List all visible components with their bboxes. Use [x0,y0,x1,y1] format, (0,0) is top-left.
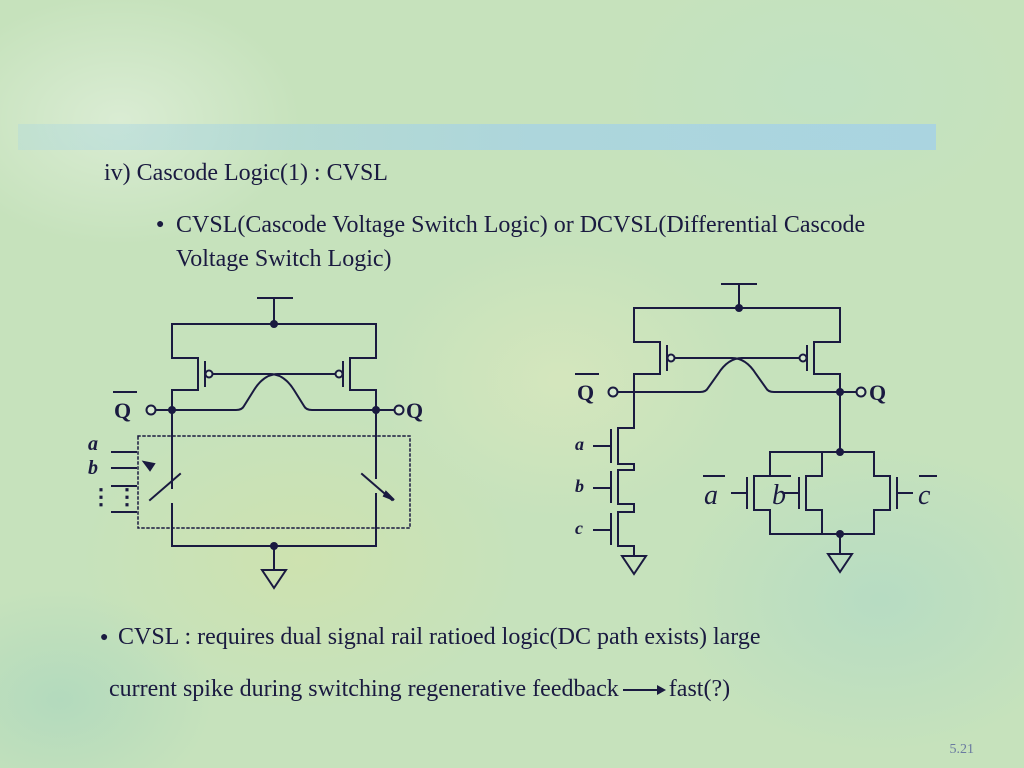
output-terminal [855,386,867,398]
title-banner [18,124,936,150]
left-in-b: b [88,457,98,479]
bullet-dot-icon: ● [156,217,165,232]
node-dot [836,448,844,456]
node-dot [836,388,844,396]
right-arrow-icon [622,685,666,696]
bullet-text-line2: current spike during switching regenerat… [109,676,730,703]
output-terminal [145,404,157,416]
pmos-gate-bubble [798,353,808,363]
left-out-q: Q [406,398,423,423]
left-out-qbar: Q [114,398,131,423]
node-dot [735,304,743,312]
page-number: 5.21 [949,742,975,757]
right-in-c: c [575,518,583,538]
bullet-text: CVSL(Cascode Voltage Switch Logic) or DC… [176,212,866,272]
left-in-dots: ⋮ [90,484,112,509]
node-dot [270,542,278,550]
right-out-q: Q [869,380,886,405]
node-dot [270,320,278,328]
right-in-c-bar: c [918,480,931,511]
output-terminal [607,386,619,398]
right-in-a: a [575,434,584,454]
bullet-text-after-arrow: fast(?) [668,676,731,702]
bullet-text-line1: CVSL : requires dual signal rail ratioed… [118,624,761,650]
bullet-dot-icon: ● [100,630,109,645]
pmos-gate-bubble [666,353,676,363]
bullet-cvsl-definition: ● CVSL(Cascode Voltage Switch Logic) or … [156,208,916,276]
slide-heading: iv) Cascode Logic(1) : CVSL [104,160,388,186]
right-in-a-bar: a [704,480,718,511]
right-in-b: b [575,476,584,496]
pmos-gate-bubble [204,369,214,379]
node-dot [836,530,844,538]
right-dcvsl-circuit [593,283,937,576]
bullet-cvsl-drawbacks: ● CVSL : requires dual signal rail ratio… [100,624,960,702]
left-in-dots-2: ⋮ [116,484,138,509]
bullet-text-before-arrow: current spike during switching regenerat… [109,676,619,702]
right-in-b-bar: b [772,480,786,511]
left-in-a: a [88,433,98,455]
node-dot [168,406,176,414]
right-out-qbar: Q [577,380,594,405]
left-cvsl-circuit [111,297,395,590]
pmos-gate-bubble [334,369,344,379]
output-terminal [393,404,405,416]
node-dot [372,406,380,414]
